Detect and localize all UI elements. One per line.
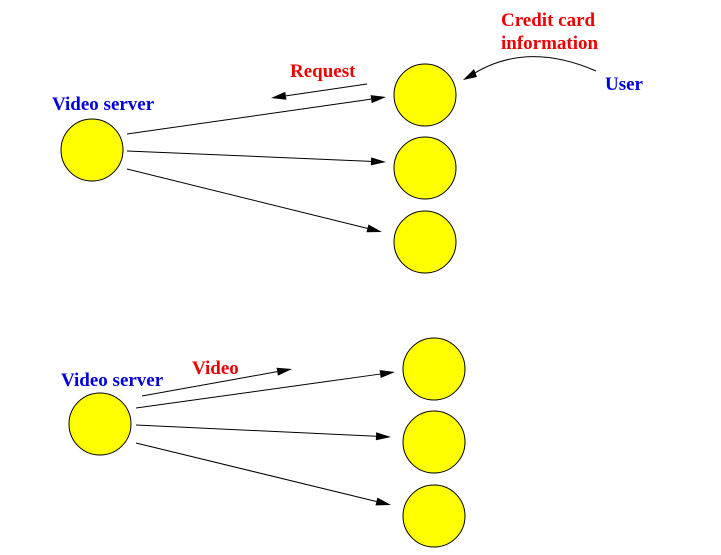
arrowhead [375, 497, 391, 506]
arrowhead [366, 224, 382, 233]
arrowhead [370, 95, 386, 104]
credit-card-label-line2: information [501, 33, 599, 54]
bottom-client-node-3 [402, 484, 466, 548]
arrowhead [375, 432, 391, 441]
bottom-server-to-client-3-arrow [135, 442, 391, 506]
bottom-server-to-client-2-arrow [135, 424, 391, 441]
video-label: Video [192, 358, 239, 379]
arrowhead [379, 370, 395, 379]
arrowhead [271, 91, 287, 100]
bottom-client-node-2 [402, 410, 466, 474]
video-arrow [141, 367, 292, 397]
bottom-video-server-node [68, 392, 132, 456]
arrowhead [276, 367, 292, 376]
top-video-server-label: Video server [52, 94, 155, 115]
top-video-server-node [60, 118, 124, 182]
arrow-shaft [135, 424, 377, 437]
top-server-to-client-1-arrow [126, 95, 386, 135]
bottom-video-server-label: Video server [61, 370, 164, 391]
top-client-node-1 [393, 63, 457, 127]
top-client-node-2 [393, 136, 457, 200]
bottom-scenario: Video server Video [61, 337, 466, 548]
arrowhead [370, 157, 386, 166]
top-scenario: Video server Request Credit card informa… [52, 10, 644, 274]
user-label: User [605, 74, 644, 95]
top-client-node-3 [393, 210, 457, 274]
arrow-shaft [285, 83, 368, 97]
credit-card-info-arrowhead [463, 69, 477, 80]
request-arrow [271, 83, 368, 100]
bottom-server-to-client-1-arrow [135, 370, 395, 409]
arrow-shaft [135, 373, 381, 409]
bottom-client-node-1 [402, 337, 466, 401]
arrow-shaft [126, 168, 368, 229]
top-server-to-client-2-arrow [126, 150, 386, 166]
arrow-shaft [141, 371, 278, 397]
request-label: Request [290, 61, 356, 82]
credit-card-label-line1: Credit card [501, 10, 596, 31]
top-server-to-client-3-arrow [126, 168, 382, 233]
arrow-shaft [135, 442, 377, 502]
arrow-shaft [126, 150, 372, 162]
arrow-shaft [126, 98, 372, 135]
credit-card-info-curve [469, 56, 597, 77]
